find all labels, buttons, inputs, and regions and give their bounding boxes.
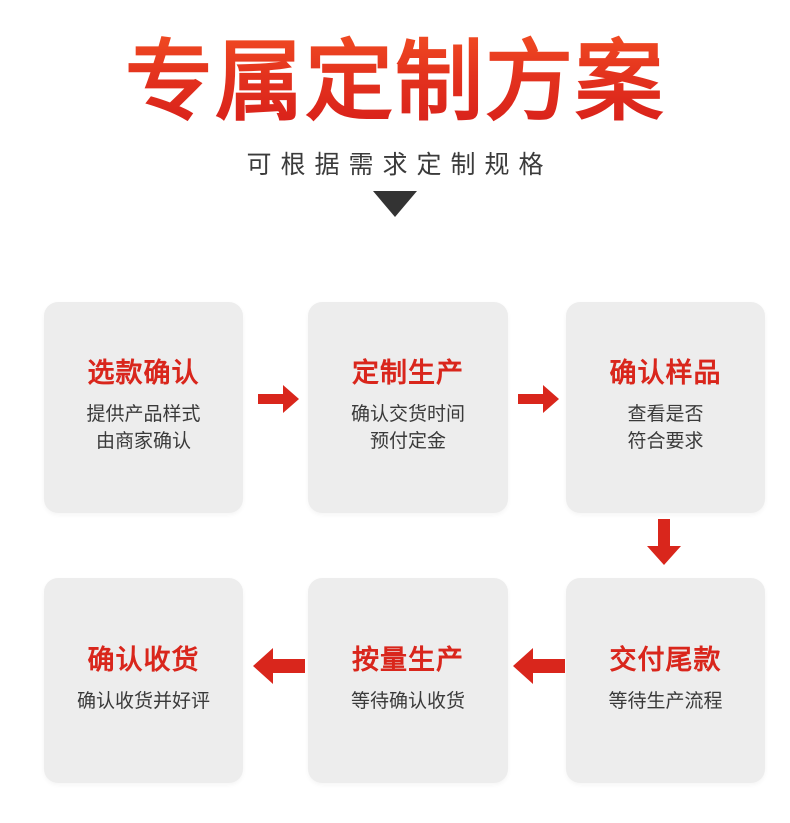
- arrow-down-icon: [645, 519, 683, 567]
- page-title: 专属定制方案: [0, 34, 790, 129]
- triangle-down-icon: [373, 191, 417, 218]
- flow-step-title: 定制生产: [352, 358, 464, 389]
- flow-step-description: 等待确认收货: [350, 690, 465, 712]
- flow-step-card-3[interactable]: 确认样品 查看是否 符合要求: [566, 302, 765, 513]
- arrow-right-icon: [518, 383, 560, 415]
- arrow-left-icon: [512, 646, 566, 686]
- page-header: 专属定制方案 可根据需求定制规格: [0, 0, 790, 218]
- flow-step-description: 提供产品样式 由商家确认: [86, 403, 201, 453]
- page-subtitle: 可根据需求定制规格: [246, 151, 553, 180]
- flow-step-card-1[interactable]: 选款确认 提供产品样式 由商家确认: [44, 302, 243, 513]
- flow-step-title: 选款确认: [87, 358, 200, 389]
- flow-step-description: 等待生产流程: [608, 690, 723, 712]
- flow-step-description: 查看是否 符合要求: [627, 403, 704, 453]
- flow-step-title: 确认收货: [87, 644, 200, 675]
- arrow-right-icon: [258, 383, 300, 415]
- flow-step-description: 确认交货时间 预付定金: [350, 403, 465, 453]
- flow-step-card-4[interactable]: 交付尾款 等待生产流程: [566, 578, 765, 783]
- flow-step-card-6[interactable]: 确认收货 确认收货并好评: [44, 578, 243, 783]
- flow-step-card-5[interactable]: 按量生产 等待确认收货: [308, 578, 508, 783]
- flow-step-title: 确认样品: [609, 358, 722, 389]
- flow-step-description: 确认收货并好评: [76, 690, 210, 712]
- flow-step-card-2[interactable]: 定制生产 确认交货时间 预付定金: [308, 302, 508, 513]
- arrow-left-icon: [252, 646, 306, 686]
- flow-step-title: 按量生产: [352, 644, 464, 675]
- flow-step-title: 交付尾款: [609, 644, 722, 675]
